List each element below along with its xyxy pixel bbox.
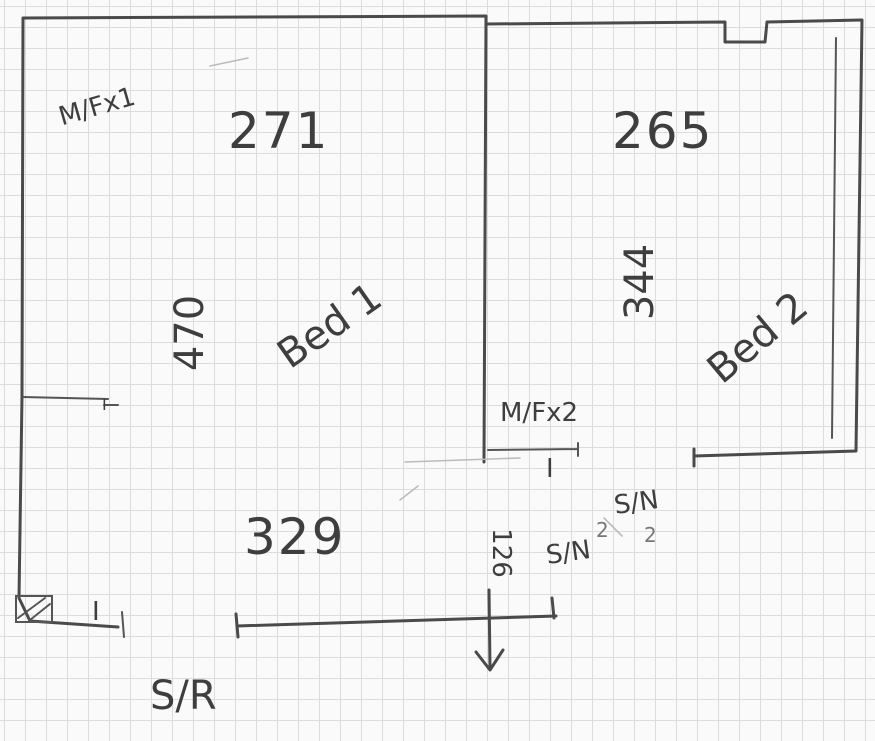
wardrobe-2-line [487, 442, 579, 457]
room-left-width: 329 [244, 508, 346, 566]
mark-sr-right: S/N [612, 485, 661, 521]
bottom-wall [234, 596, 558, 639]
passage-dimension: 126 [485, 528, 516, 578]
wardrobe-2-code: M/Fx2 [500, 398, 579, 428]
passage-arrow [474, 588, 505, 672]
mark-sr-middle-sup: 2 [596, 518, 609, 542]
right-room-inner-wall [831, 37, 837, 439]
corner-hatch [15, 595, 53, 623]
smudge [209, 57, 249, 67]
room-left-area: 271 [228, 102, 330, 160]
tick-left: I [102, 395, 107, 414]
room-left-height: 470 [167, 294, 214, 372]
tick-bottom: I [92, 597, 100, 627]
bottom-left-tick [121, 611, 125, 638]
right-room-wall [484, 18, 864, 468]
mark-sr-bottom: S/R [150, 673, 217, 719]
mark-sr-middle: S/N [544, 535, 593, 571]
tick-mid: I [546, 454, 554, 484]
mark-sr-right-sup: 2 [644, 523, 657, 547]
left-room-wall [17, 14, 488, 629]
room-right-height: 344 [617, 243, 664, 321]
room-right-code: 265 [612, 102, 714, 160]
left-partition-line [22, 396, 119, 406]
faint-stroke [399, 457, 623, 537]
